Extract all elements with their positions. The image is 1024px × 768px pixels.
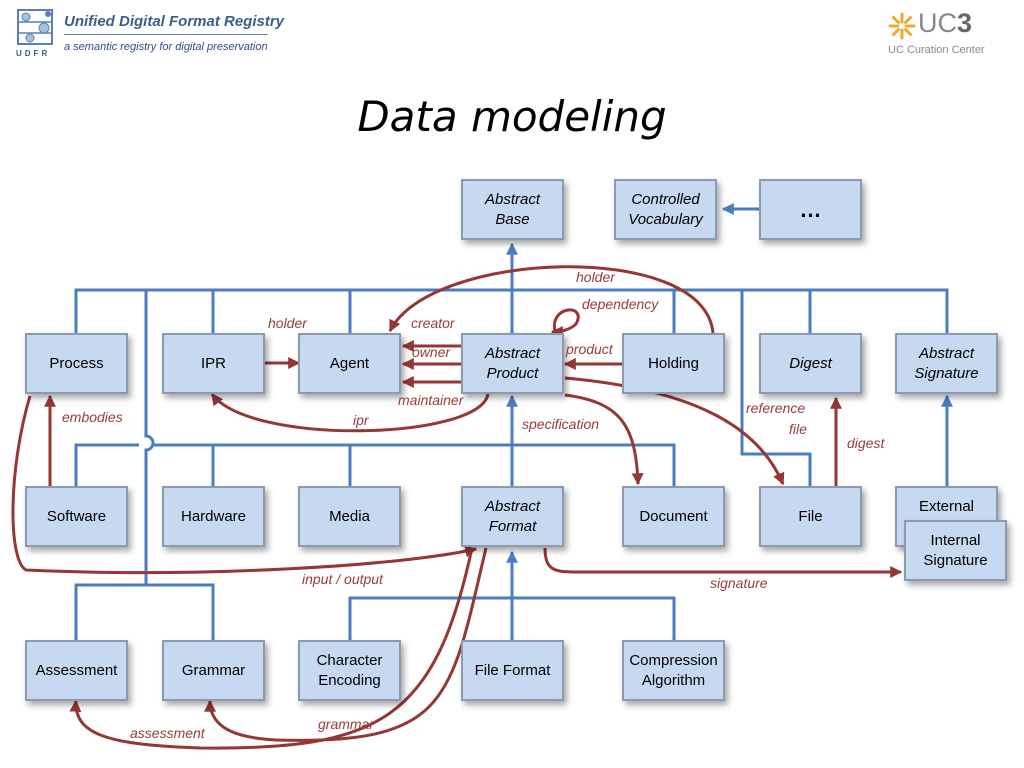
uc3-logo-block: UC3 UC Curation Center — [888, 8, 998, 60]
box-ellipsis: … — [759, 179, 862, 240]
label-signature: signature — [710, 575, 768, 591]
arrow-ipr — [210, 393, 490, 433]
label-assessment: assessment — [130, 725, 205, 741]
box-digest: Digest — [759, 333, 862, 394]
uc3-subtitle: UC Curation Center — [888, 44, 985, 56]
label-digest: digest — [847, 435, 885, 451]
box-agent: Agent — [298, 333, 401, 394]
box-software: Software — [25, 486, 128, 547]
bus-process-bottom — [74, 583, 215, 640]
box-hardware: Hardware — [162, 486, 265, 547]
label-embodies: embodies — [62, 409, 123, 425]
arrow-input-output — [11, 395, 478, 575]
label-maintainer: maintainer — [398, 392, 464, 408]
box-ipr: IPR — [162, 333, 265, 394]
label-input-output: input / output — [302, 571, 383, 587]
label-creator: creator — [411, 315, 455, 331]
udfr-abbrev: UDFR — [16, 49, 51, 58]
label-reference: reference — [746, 400, 806, 416]
box-grammar: Grammar — [162, 640, 265, 701]
uc3-sunburst-icon — [888, 12, 916, 40]
label-specification: specification — [522, 416, 600, 432]
label-ipr: ipr — [353, 412, 369, 428]
arrow-assessment — [69, 547, 474, 750]
arrow-reference-file — [564, 376, 785, 486]
inheritance-lines — [74, 203, 953, 640]
box-file: File — [759, 486, 862, 547]
logo-subtitle: a semantic registry for digital preserva… — [64, 34, 268, 53]
label-file: file — [789, 421, 807, 437]
arrow-grammar — [204, 547, 488, 742]
label-holder-ipr: holder — [268, 315, 307, 331]
relation-arrows — [11, 265, 903, 750]
udfr-logo-icon — [17, 9, 53, 45]
label-owner: owner — [412, 344, 451, 360]
box-holding: Holding — [622, 333, 725, 394]
label-product: product — [566, 341, 613, 357]
bus-process-vertical — [144, 290, 155, 585]
arrow-signature — [543, 547, 903, 578]
box-document: Document — [622, 486, 725, 547]
box-assessment: Assessment — [25, 640, 128, 701]
line-file-to-product — [740, 290, 812, 486]
label-grammar: grammar — [318, 716, 375, 732]
udfr-logo-block: UDFR Unified Digital Format Registry a s… — [16, 8, 316, 60]
slide-title: Data modeling — [357, 92, 667, 141]
label-dependency: dependency — [582, 296, 659, 312]
uc3-name: UC3 — [918, 8, 973, 38]
arrow-holding-holder — [388, 265, 715, 334]
box-media: Media — [298, 486, 401, 547]
label-holder-top: holder — [576, 269, 615, 285]
arrow-dependency — [550, 308, 580, 338]
box-process: Process — [25, 333, 128, 394]
arrow-specification — [564, 393, 644, 486]
box-file-format: File Format — [461, 640, 564, 701]
logo-title: Unified Digital Format Registry — [64, 13, 285, 30]
